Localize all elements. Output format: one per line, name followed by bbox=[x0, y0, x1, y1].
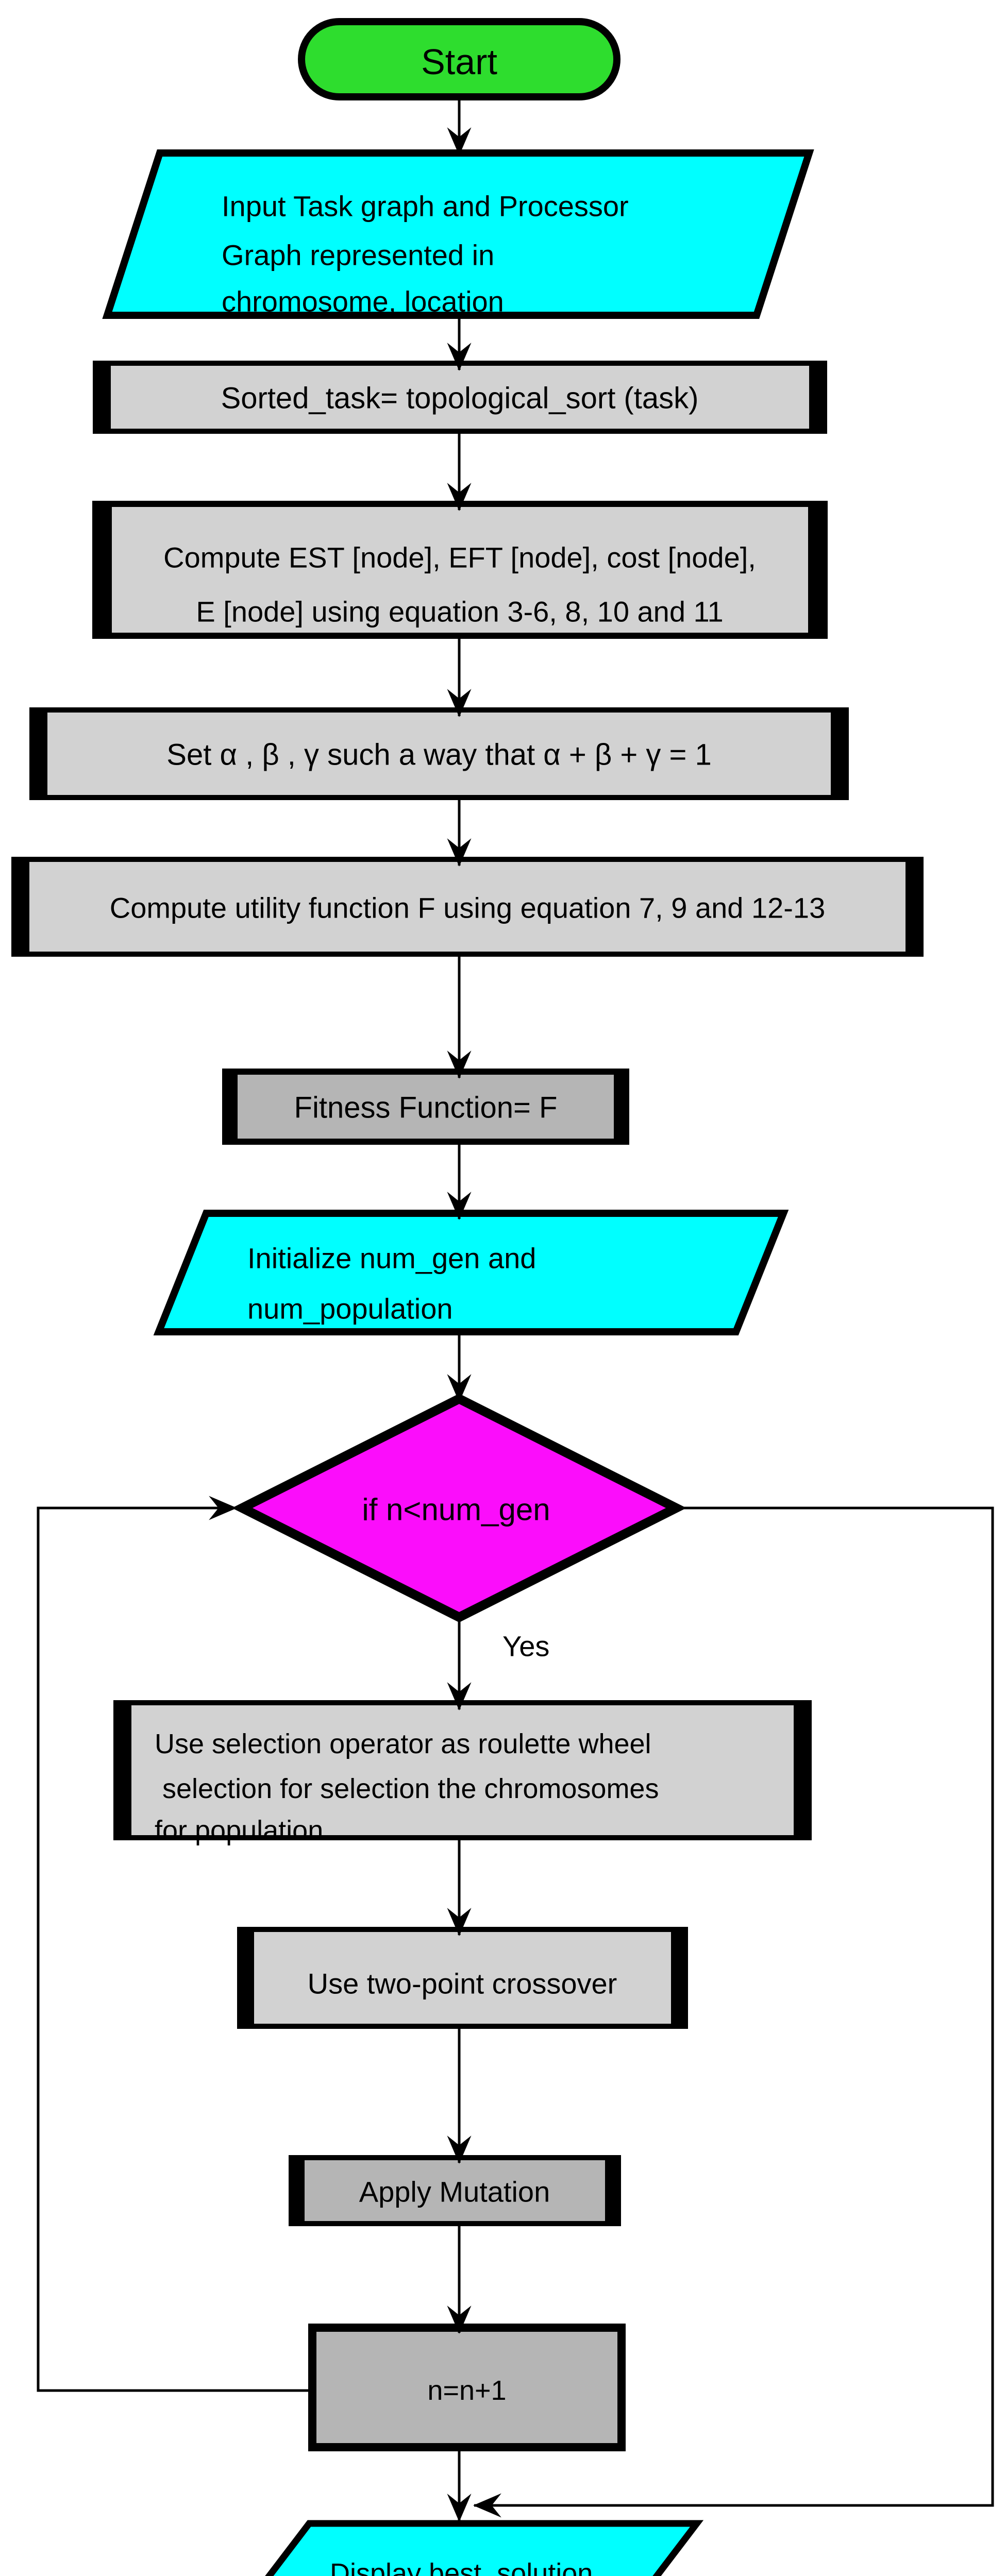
set-weights-right-bar bbox=[831, 710, 846, 798]
mutation-right-bar bbox=[605, 2158, 618, 2224]
display-parallelogram bbox=[265, 2520, 704, 2576]
start-label: Start bbox=[421, 42, 497, 82]
initialize-line-1: Initialize num_gen and bbox=[247, 1242, 536, 1275]
mutation-label: Apply Mutation bbox=[359, 2176, 550, 2208]
sort-process-right-bar bbox=[809, 363, 825, 431]
start-terminator bbox=[298, 18, 621, 100]
fitness-process bbox=[222, 1069, 629, 1145]
increment-label: n=n+1 bbox=[427, 2375, 506, 2406]
set-weights-process bbox=[29, 707, 849, 800]
fitness-right-bar bbox=[614, 1072, 626, 1142]
fitness-left-bar bbox=[225, 1072, 238, 1142]
decision-label: if n<num_gen bbox=[362, 1493, 550, 1527]
utility-left-bar bbox=[14, 859, 29, 954]
utility-label: Compute utility function F using equatio… bbox=[110, 892, 825, 924]
fitness-label: Fitness Function= F bbox=[294, 1091, 558, 1125]
mutation-left-bar bbox=[291, 2158, 305, 2224]
initialize-parallelogram bbox=[153, 1210, 789, 1335]
crossover-label: Use two-point crossover bbox=[308, 1968, 617, 2000]
initialize-line-2: num_population bbox=[247, 1293, 453, 1325]
utility-right-bar bbox=[906, 859, 921, 954]
selection-left-bar bbox=[116, 1703, 131, 1838]
crossover-left-bar bbox=[240, 1929, 254, 2026]
yes-edge-label: Yes bbox=[502, 1630, 549, 1663]
input-line-2: Graph represented in bbox=[222, 239, 494, 272]
input-line-1: Input Task graph and Processor bbox=[222, 190, 629, 223]
selection-line-1: Use selection operator as roulette wheel bbox=[155, 1728, 651, 1759]
edge-loop-increment-decision bbox=[37, 1496, 311, 2392]
selection-line-3: for population bbox=[155, 1815, 323, 1846]
crossover-right-bar bbox=[671, 1929, 685, 2026]
selection-right-bar bbox=[794, 1703, 809, 1838]
sort-label: Sorted_task= topological_sort (task) bbox=[221, 382, 699, 415]
increment-process bbox=[308, 2324, 626, 2451]
display-label: Display best_solution bbox=[330, 2558, 593, 2576]
set-weights-left-bar bbox=[32, 710, 47, 798]
compute-est-line-2: E [node] using equation 3-6, 8, 10 and 1… bbox=[196, 596, 723, 628]
compute-est-left-bar bbox=[95, 504, 112, 636]
crossover-process bbox=[237, 1927, 688, 2029]
input-parallelogram bbox=[102, 149, 814, 319]
compute-est-line-1: Compute EST [node], EFT [node], cost [no… bbox=[163, 541, 756, 574]
sort-process-left-bar bbox=[95, 363, 111, 431]
set-weights-label: Set α , β , γ such a way that α + β + γ … bbox=[166, 738, 711, 772]
selection-line-2: selection for selection the chromosomes bbox=[162, 1773, 659, 1804]
compute-est-right-bar bbox=[808, 504, 825, 636]
input-line-3: chromosome, location bbox=[222, 285, 504, 318]
edge-decision-display-no bbox=[473, 1506, 994, 2518]
